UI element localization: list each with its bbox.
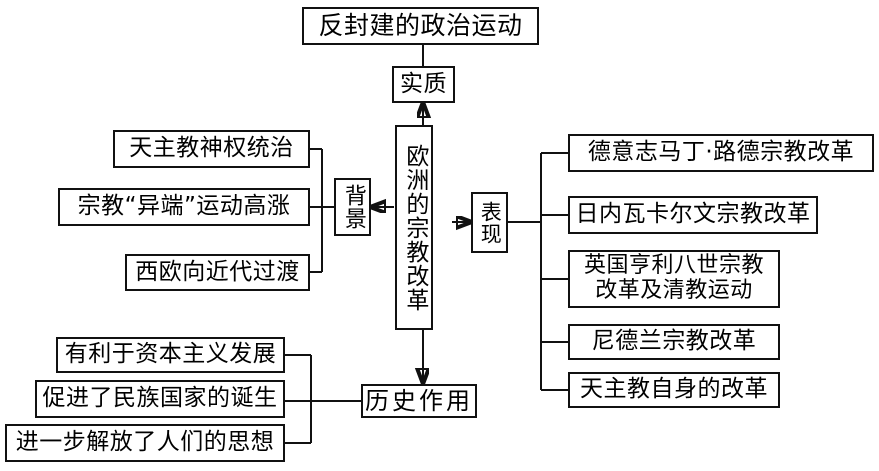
role-item-1[interactable]: 有利于资本主义发展 xyxy=(56,337,285,373)
manifestation-item-3[interactable]: 英国亨利八世宗教 改革及清教运动 xyxy=(568,250,780,308)
role-item-2[interactable]: 促进了民族国家的诞生 xyxy=(35,380,285,418)
node-manifestation-label[interactable]: 表现 xyxy=(471,192,508,253)
background-item-1[interactable]: 天主教神权统治 xyxy=(113,130,310,168)
node-essence-result[interactable]: 反封建的政治运动 xyxy=(302,7,539,45)
manifestation-item-5[interactable]: 天主教自身的改革 xyxy=(568,372,780,408)
manifestation-item-1[interactable]: 德意志马丁·路德宗教改革 xyxy=(568,134,874,172)
node-center-topic[interactable]: 欧洲的宗教改革 xyxy=(395,125,433,330)
node-background-label[interactable]: 背景 xyxy=(334,178,371,236)
manifestation-item-2[interactable]: 日内瓦卡尔文宗教改革 xyxy=(568,196,818,234)
node-essence-label[interactable]: 实质 xyxy=(392,66,455,103)
role-item-3[interactable]: 进一步解放了人们的思想 xyxy=(5,424,285,462)
manifestation-item-4[interactable]: 尼德兰宗教改革 xyxy=(568,324,780,360)
background-item-2[interactable]: 宗教“异端”运动高涨 xyxy=(58,188,310,226)
node-role-label[interactable]: 历史作用 xyxy=(361,384,477,418)
background-item-3[interactable]: 西欧向近代过渡 xyxy=(125,254,310,291)
